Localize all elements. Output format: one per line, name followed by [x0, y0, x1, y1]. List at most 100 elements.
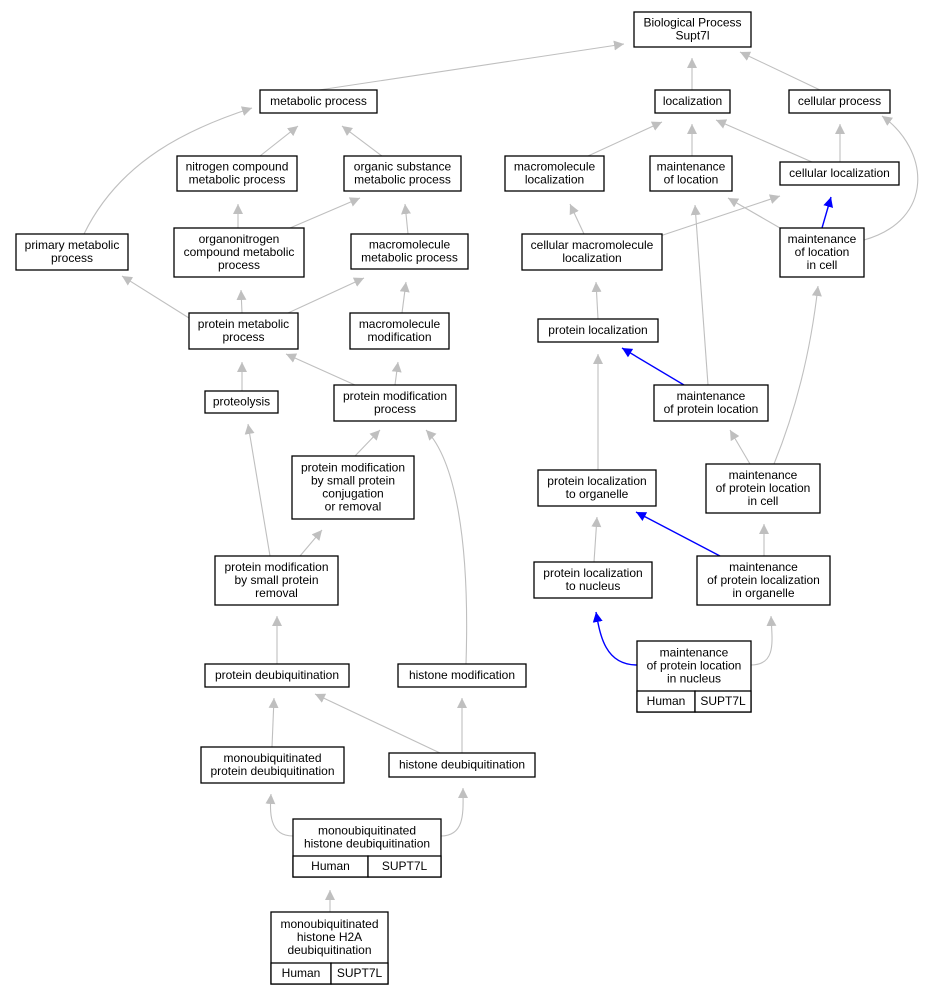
- node-box: [779, 227, 865, 278]
- node-label-line: in cell: [748, 494, 779, 508]
- annotation-gene-label: SUPT7L: [337, 966, 383, 980]
- node-label-line: of protein location: [647, 659, 742, 673]
- node-label-line: process: [218, 258, 260, 272]
- annotation-gene-label: SUPT7L: [382, 859, 428, 873]
- node-label-line: metabolic process: [354, 173, 451, 187]
- edge-protein_mod-to-protein_met: [285, 353, 356, 386]
- node-histone-mod[interactable]: histone modification: [397, 663, 527, 688]
- node-cell-loc[interactable]: cellular localization: [779, 161, 900, 186]
- node-label-line: protein localization: [547, 474, 646, 488]
- node-label-line: of protein localization: [707, 573, 820, 587]
- node-label-line: maintenance: [677, 389, 746, 403]
- node-label-line: maintenance: [660, 646, 729, 660]
- node-label-line: in nucleus: [667, 672, 721, 686]
- node-label-line: by small protein: [311, 474, 395, 488]
- annotation-gene-cell: [367, 855, 442, 878]
- node-box: [788, 89, 891, 114]
- node-proteolysis[interactable]: proteolysis: [204, 390, 279, 414]
- node-label-line: maintenance: [657, 160, 726, 174]
- node-label-line: proteolysis: [213, 395, 270, 409]
- node-metabolic[interactable]: metabolic process: [259, 89, 378, 114]
- node-label-line: of protein location: [664, 402, 759, 416]
- edge-mono_hist-to-mono_deubiq: [265, 793, 294, 837]
- node-label-line: histone H2A: [297, 930, 362, 944]
- node-label-line: histone modification: [409, 668, 515, 682]
- node-box: [176, 155, 298, 192]
- node-box: [533, 561, 653, 599]
- node-box: [654, 89, 731, 114]
- node-label-line: by small protein: [234, 573, 318, 587]
- node-localization[interactable]: localization: [654, 89, 731, 114]
- node-protein-loc[interactable]: protein localization: [537, 318, 659, 343]
- node-box: [705, 463, 821, 514]
- node-box: [397, 663, 527, 688]
- node-label-line: of protein location: [716, 481, 811, 495]
- node-label-line: cellular process: [798, 94, 881, 108]
- annotation-gene-label: SUPT7L: [700, 694, 746, 708]
- edge-organic-to-metabolic: [341, 125, 383, 157]
- node-label-line: of location: [795, 245, 850, 259]
- node-label-line: organonitrogen: [199, 232, 280, 246]
- node-label-line: metabolic process: [361, 251, 458, 265]
- node-box: [333, 384, 457, 422]
- node-label-line: histone deubiquitination: [399, 758, 525, 772]
- edge-cell_macro_loc-to-macro_loc: [569, 203, 585, 235]
- annotation-species-label: Human: [311, 859, 350, 873]
- node-label-line: process: [374, 402, 416, 416]
- edge-maint_loc_cell-to-maint_loc: [727, 197, 781, 229]
- node-label-line: to nucleus: [566, 579, 621, 593]
- node-box: [633, 11, 752, 48]
- node-box: [259, 89, 378, 114]
- node-deubiq[interactable]: protein deubiquitination: [204, 663, 350, 688]
- node-label-line: conjugation: [322, 487, 383, 501]
- edge-maint_prot_loc-to-maint_loc: [690, 204, 709, 386]
- node-box: [653, 384, 769, 422]
- node-label-line: monoubiquitinated: [223, 751, 321, 765]
- node-label-line: to organelle: [566, 487, 629, 501]
- edge-maint_prot_loc-to-protein_loc: [621, 347, 685, 386]
- node-box: [696, 555, 831, 606]
- edge-metabolic-to-bp: [318, 40, 625, 91]
- node-label-line: removal: [255, 586, 298, 600]
- node-histone-deubiq[interactable]: histone deubiquitination: [388, 752, 536, 778]
- node-box: [200, 746, 345, 784]
- node-label-line: process: [222, 330, 264, 344]
- node-label-line: macromolecule: [514, 160, 596, 174]
- annotation-gene-cell: [694, 690, 752, 713]
- node-label-line: protein deubiquitination: [215, 668, 339, 682]
- node-label-line: protein localization: [543, 566, 642, 580]
- node-label-line: process: [51, 251, 93, 265]
- edge-protein_mod-to-macro_mod: [391, 361, 402, 386]
- node-label-line: macromolecule: [359, 317, 441, 331]
- node-box: [214, 555, 339, 606]
- node-cellular-process[interactable]: cellular process: [788, 89, 891, 114]
- edge-maint_nuc-to-prot_loc_nuc: [592, 611, 638, 666]
- node-box: [15, 233, 129, 271]
- edge-maint_loc_cell-to-cellular_process: [863, 115, 919, 241]
